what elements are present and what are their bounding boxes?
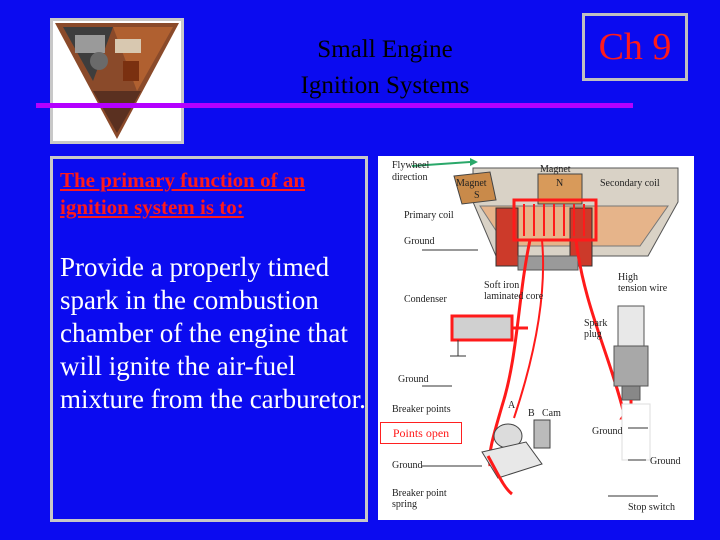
label-ground-mid: Ground (398, 374, 429, 385)
title-line-1: Small Engine (317, 36, 453, 63)
label-n-pole: N (556, 178, 563, 189)
label-breaker-points: Breaker points (392, 404, 451, 415)
label-ground-top: Ground (404, 236, 435, 247)
label-cam: Cam (542, 408, 561, 419)
ignition-schematic: Flywheel direction Magnet S Magnet N Sec… (392, 158, 681, 513)
ignition-diagram: Flywheel direction Magnet S Magnet N Sec… (378, 156, 694, 520)
label-secondary-coil: Secondary coil (600, 178, 660, 189)
label-ground-low: Ground (392, 460, 423, 471)
label-ground-far-right: Ground (650, 456, 681, 467)
label-point-a: A (508, 400, 516, 411)
label-primary-coil: Primary coil (404, 210, 454, 221)
text-panel: The primary function of an ignition syst… (50, 156, 368, 522)
label-spark-plug-2: plug (584, 329, 602, 340)
panel-heading: The primary function of an ignition syst… (60, 168, 306, 219)
engine-illustration (55, 23, 179, 139)
label-stop-switch: Stop switch (628, 502, 675, 513)
points-open-callout: Points open (380, 422, 462, 444)
label-soft-iron-1: Soft iron (484, 280, 519, 291)
engine-photo (50, 18, 184, 144)
panel-body: Provide a properly timed spark in the co… (60, 252, 366, 414)
label-flywheel-1: Flywheel (392, 160, 429, 171)
label-soft-iron-2: laminated core (484, 291, 544, 302)
label-point-b: B (528, 408, 535, 419)
label-s-pole: S (474, 190, 480, 201)
label-magnet-n: Magnet (540, 164, 571, 175)
label-breaker-spring-1: Breaker point (392, 488, 447, 499)
label-high-tension-1: High (618, 272, 638, 283)
label-magnet-s: Magnet (456, 178, 487, 189)
label-ground-right: Ground (592, 426, 623, 437)
title-divider (36, 103, 633, 108)
label-breaker-spring-2: spring (392, 499, 417, 510)
label-flywheel-2: direction (392, 172, 428, 183)
slide-title: Small Engine Ignition Systems (230, 32, 540, 104)
chapter-label: Ch 9 (598, 26, 672, 68)
chapter-badge: Ch 9 (582, 13, 688, 81)
title-line-2: Ignition Systems (300, 72, 470, 99)
label-spark-plug-1: Spark (584, 318, 607, 329)
label-high-tension-2: tension wire (618, 283, 668, 294)
label-condenser: Condenser (404, 294, 447, 305)
